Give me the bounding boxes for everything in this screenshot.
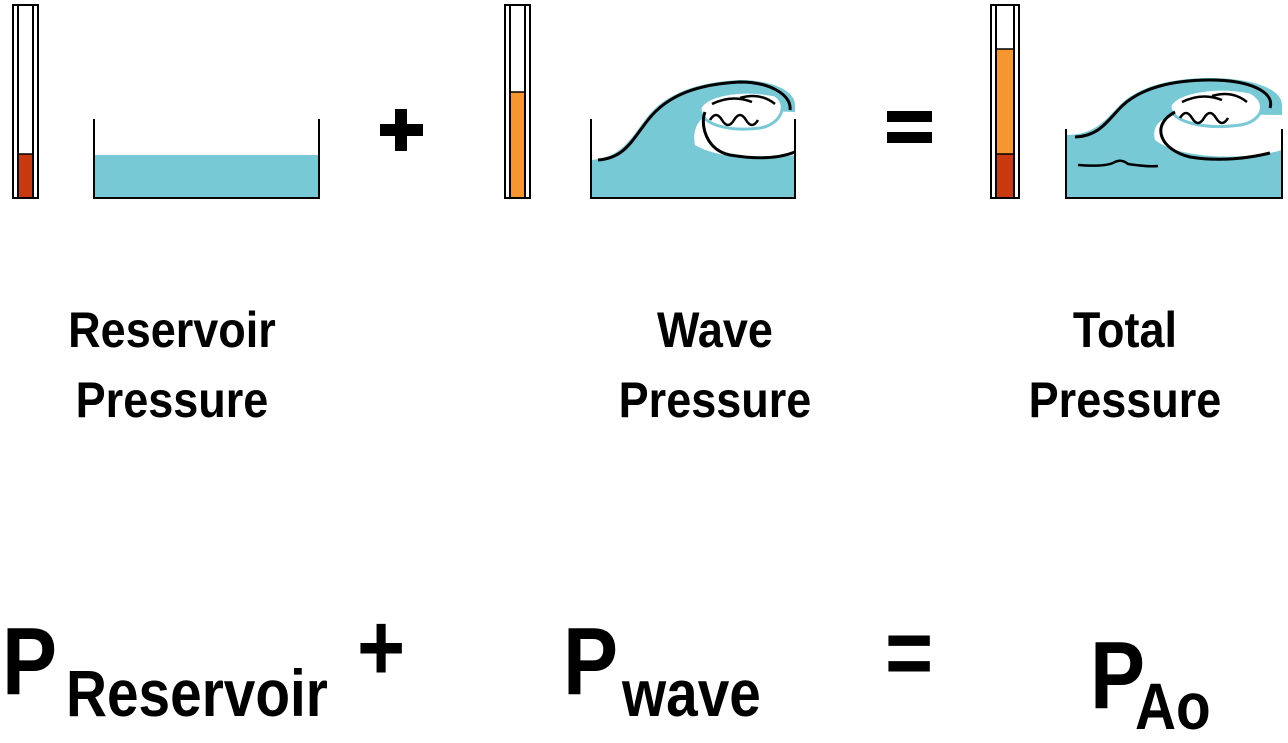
total-basin [1065, 78, 1283, 199]
label-line: Total [1072, 302, 1178, 358]
reservoir-fill [996, 154, 1014, 198]
label-line: Reservoir [68, 302, 276, 358]
wave-basin [590, 80, 796, 199]
p-wave-symbol: P [563, 608, 619, 715]
reservoir-fill [18, 154, 33, 198]
p-ao-subscript: Ao [1135, 669, 1211, 743]
label-line: Pressure [618, 372, 812, 428]
reservoir-pressure-label: Reservoir Pressure [37, 295, 307, 435]
p-reservoir-subscript: Reservoir [66, 656, 328, 730]
plus-symbol [380, 109, 423, 151]
label-line: Pressure [75, 372, 269, 428]
label-line: Pressure [1028, 372, 1222, 428]
wave-fill [510, 92, 525, 198]
equation-equals: = [885, 599, 934, 706]
p-ao-symbol: P [1090, 622, 1146, 729]
pressure-illustration [12, 4, 1283, 199]
total-pressure-tube [990, 4, 1020, 199]
wave-fill [996, 49, 1014, 154]
equals-symbol [887, 111, 932, 143]
wave-pressure-label: Wave Pressure [580, 295, 850, 435]
reservoir-pressure-tube [12, 4, 39, 199]
p-wave-subscript: wave [622, 656, 761, 730]
reservoir-basin [93, 119, 320, 199]
equation-plus: + [357, 594, 406, 701]
label-line: Wave [657, 302, 773, 358]
p-reservoir-symbol: P [2, 608, 58, 715]
total-pressure-label: Total Pressure [990, 295, 1260, 435]
wave-pressure-tube [504, 4, 531, 199]
